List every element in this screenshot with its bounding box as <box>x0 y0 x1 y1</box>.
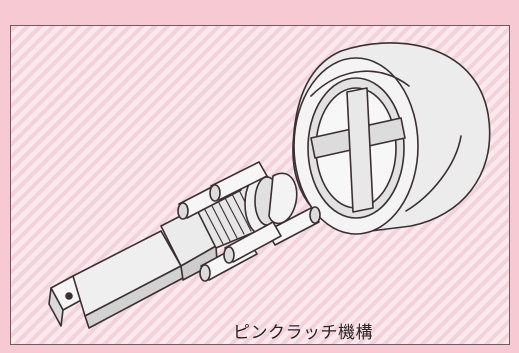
diagram-caption: ピンクラッチ機構 <box>233 323 373 343</box>
hammer-case <box>292 42 491 235</box>
diagram-panel: ピンクラッチ機構 <box>10 25 510 345</box>
clutch-illustration <box>48 42 491 329</box>
anvil-shaft <box>48 172 298 329</box>
clutch-pins <box>177 161 321 282</box>
